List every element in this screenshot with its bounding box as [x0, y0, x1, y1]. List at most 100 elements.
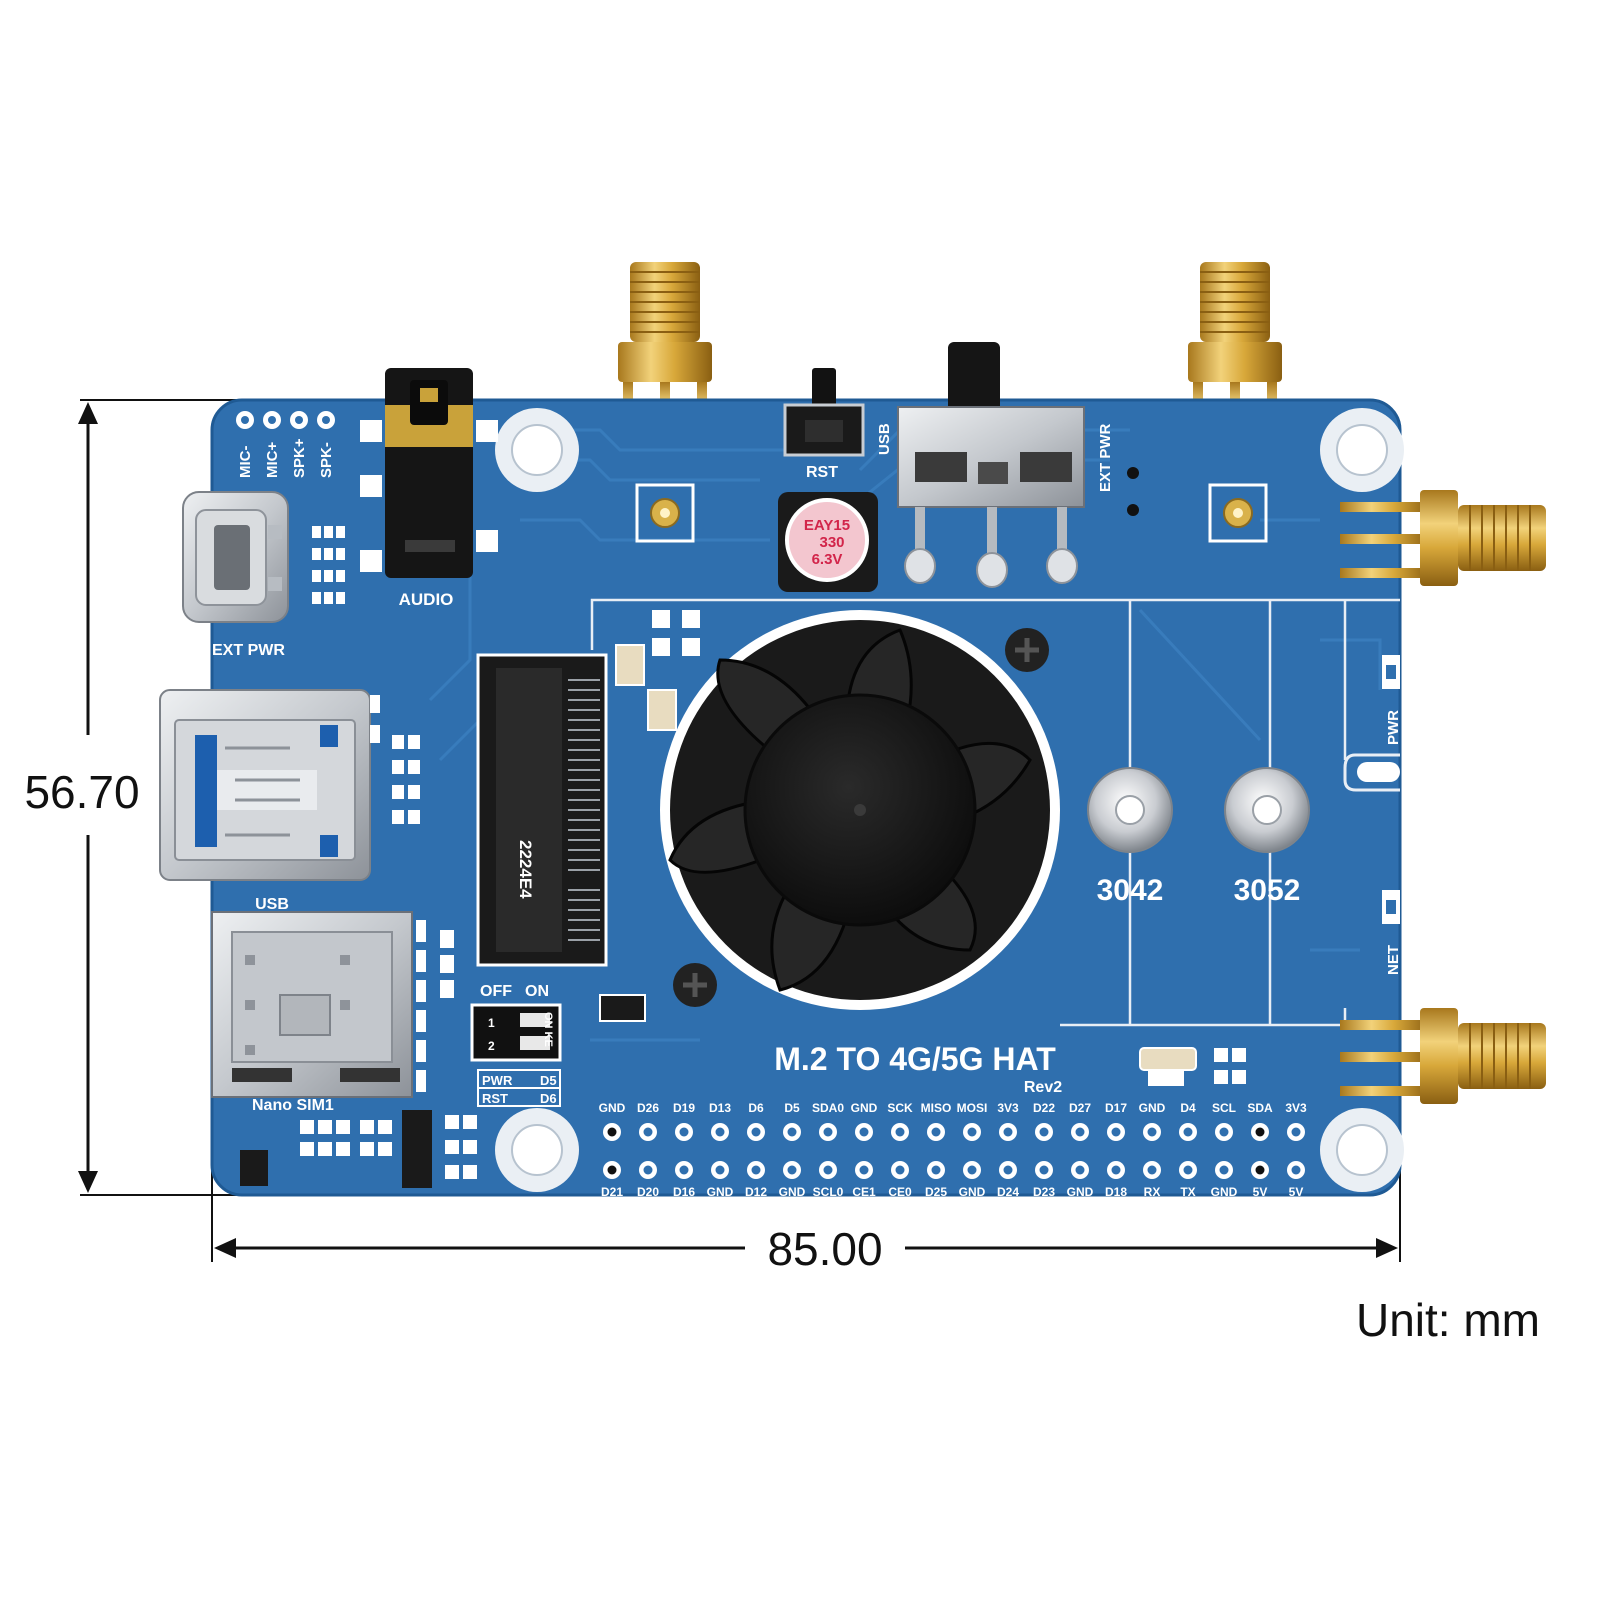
gpio-pin-hole [859, 1165, 869, 1175]
dip-on-label: ON [525, 983, 549, 1000]
gpio-top-label: GND [851, 1101, 878, 1115]
mic-minus-label: MIC- [237, 446, 254, 479]
arrow-up-icon [78, 402, 98, 424]
dip-switch-marking: ON KE [542, 1012, 554, 1047]
standoff-3042 [1087, 767, 1173, 853]
dip-num-1: 1 [488, 1016, 495, 1030]
gpio-pin-hole [1291, 1165, 1301, 1175]
net-led-label: NET [1385, 945, 1402, 975]
gpio-pin-hole [1039, 1165, 1049, 1175]
gpio-top-label: 3V3 [997, 1101, 1019, 1115]
ic-chip [402, 1110, 432, 1188]
gpio-bottom-label: GND [779, 1185, 806, 1199]
spk-plus-label: SPK+ [291, 438, 308, 478]
gpio-top-label: D13 [709, 1101, 731, 1115]
gpio-pin-hole [1219, 1165, 1229, 1175]
gpio-pin-hole [1039, 1127, 1049, 1137]
gpio-bottom-label: D21 [601, 1185, 623, 1199]
mounting-hole [495, 1108, 579, 1192]
gpio-top-label: SCK [887, 1101, 913, 1115]
smd-components [1139, 1047, 1197, 1086]
gpio-bottom-label: CE1 [852, 1185, 876, 1199]
height-dimension: 56.70 [24, 399, 255, 1196]
gpio-bottom-label: GND [707, 1185, 734, 1199]
gpio-bottom-label: D23 [1033, 1185, 1055, 1199]
gpio-pin-hole [1111, 1127, 1121, 1137]
dip-table-pwr: PWR [482, 1073, 513, 1088]
gpio-pin-hole [1075, 1165, 1085, 1175]
gpio-pin-hole [931, 1165, 941, 1175]
gpio-pin-hole [679, 1165, 689, 1175]
gpio-bottom-label: CE0 [888, 1185, 912, 1199]
ext-pwr-left-label: EXT PWR [212, 642, 285, 659]
gpio-bottom-label: D18 [1105, 1185, 1127, 1199]
gpio-bottom-label: GND [1067, 1185, 1094, 1199]
gpio-top-label: MOSI [957, 1101, 988, 1115]
gpio-pin-hole [1003, 1165, 1013, 1175]
gpio-pin-hole [1183, 1127, 1193, 1137]
gpio-pin-hole [751, 1165, 761, 1175]
gpio-bottom-label: D24 [997, 1185, 1019, 1199]
arrow-right-icon [1376, 1238, 1398, 1258]
gpio-pin-hole [787, 1165, 797, 1175]
dip-table-rst: RST [482, 1091, 508, 1106]
usb-c-connector [182, 491, 289, 623]
gpio-pin-hole [895, 1165, 905, 1175]
gpio-pin-hole [1255, 1127, 1265, 1137]
gpio-pin-hole [967, 1127, 977, 1137]
sma-connector-right-bottom [1340, 1008, 1546, 1104]
arrow-left-icon [214, 1238, 236, 1258]
mounting-hole [495, 408, 579, 492]
gpio-pin-hole [1291, 1127, 1301, 1137]
gpio-top-label: 3V3 [1285, 1101, 1307, 1115]
smd-components [300, 930, 1246, 1179]
gpio-top-label: D17 [1105, 1101, 1127, 1115]
gpio-pin-hole [715, 1165, 725, 1175]
gpio-top-label: D22 [1033, 1101, 1055, 1115]
cooling-fan [660, 610, 1060, 1010]
gpio-pin-hole [715, 1127, 725, 1137]
gpio-pin-hole [643, 1165, 653, 1175]
gpio-pin-hole [859, 1127, 869, 1137]
reset-button [783, 368, 865, 457]
gpio-bottom-label: D25 [925, 1185, 947, 1199]
gpio-pin-hole [1003, 1127, 1013, 1137]
gpio-bottom-label: 5V [1289, 1185, 1304, 1199]
resistor-array [370, 695, 420, 824]
gpio-header [603, 1123, 1305, 1179]
gpio-bottom-label: GND [959, 1185, 986, 1199]
gpio-bottom-label: RX [1144, 1185, 1161, 1199]
gpio-pin-hole [967, 1165, 977, 1175]
gpio-pin-hole [607, 1165, 617, 1175]
nano-sim-label: Nano SIM1 [252, 1097, 334, 1114]
screw [673, 963, 717, 1007]
rst-label: RST [806, 464, 838, 481]
gpio-top-label: SDA0 [812, 1101, 844, 1115]
dip-num-2: 2 [488, 1039, 495, 1053]
arrow-down-icon [78, 1171, 98, 1193]
audio-jack [360, 368, 498, 578]
pwr-led-label: PWR [1385, 710, 1402, 745]
gpio-bottom-label: SCL0 [813, 1185, 844, 1199]
ic-chip [240, 1150, 268, 1186]
gpio-pin-hole [1147, 1165, 1157, 1175]
dip-function-table [477, 1069, 561, 1107]
gpio-top-label: SCL [1212, 1101, 1236, 1115]
gpio-top-label: D4 [1180, 1101, 1196, 1115]
gpio-pin-hole [823, 1127, 833, 1137]
gpio-bottom-label: 5V [1253, 1185, 1268, 1199]
board-revision: Rev2 [1024, 1079, 1062, 1096]
nano-sim-holder [211, 911, 426, 1098]
gpio-top-label: D27 [1069, 1101, 1091, 1115]
mounting-hole [1320, 1108, 1404, 1192]
m2-slot [476, 653, 608, 967]
usb-left-label: USB [255, 896, 289, 913]
gpio-pin-hole [931, 1127, 941, 1137]
board-title: M.2 TO 4G/5G HAT [774, 1041, 1056, 1077]
resistor-array [312, 526, 345, 604]
gpio-pin-hole [1147, 1127, 1157, 1137]
width-dimension: 85.00 [211, 1160, 1401, 1275]
